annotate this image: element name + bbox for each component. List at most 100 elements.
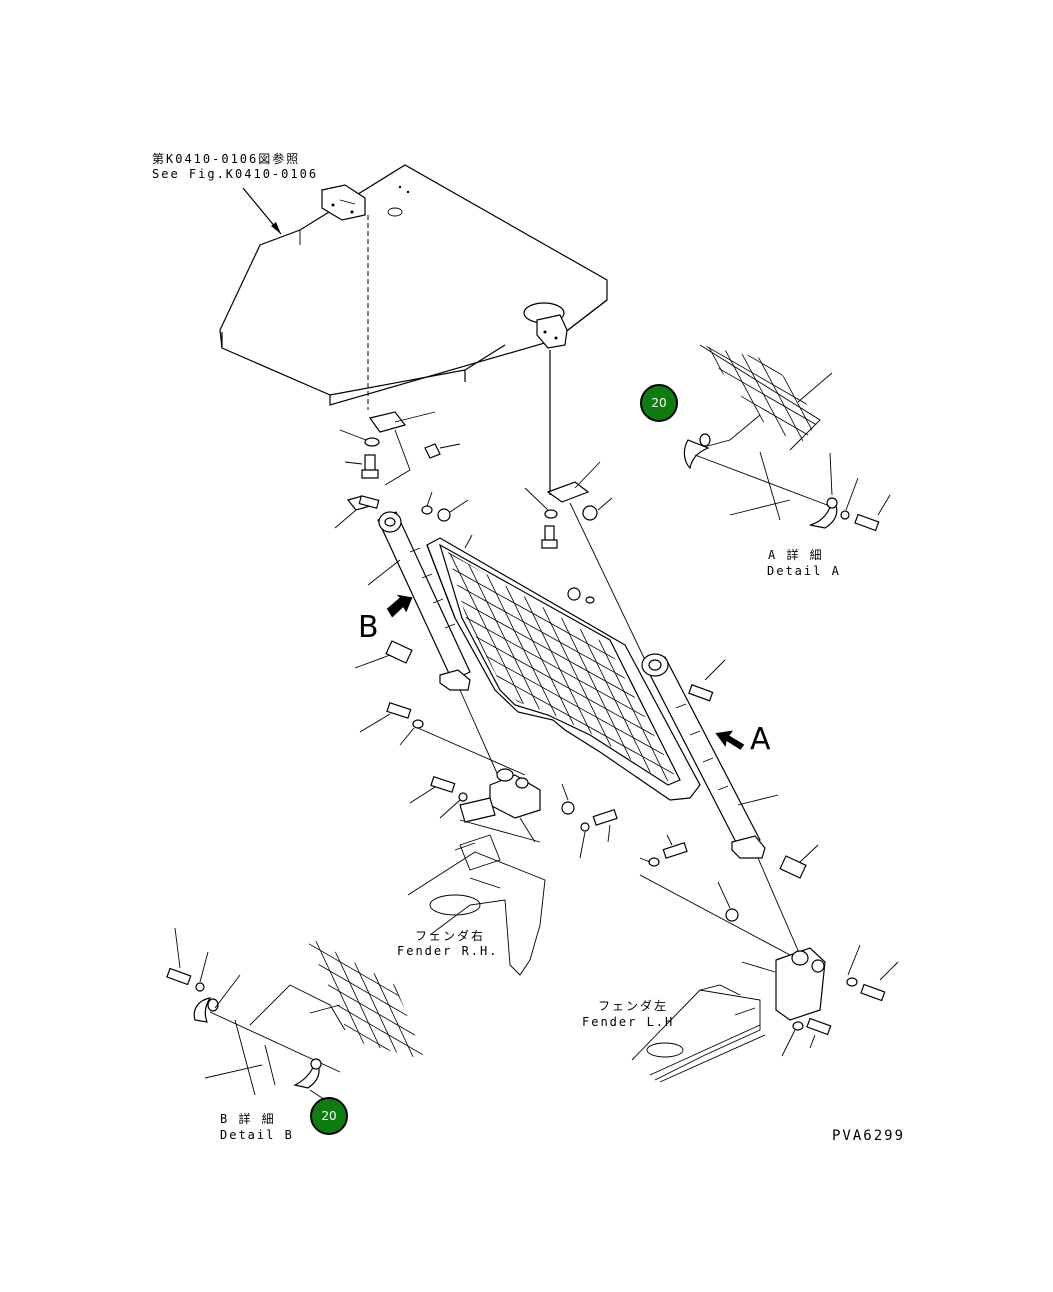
mesh-line <box>700 345 820 357</box>
mesh-line <box>700 345 820 414</box>
detail-a-label-en: Detail A <box>767 564 841 578</box>
mesh-line <box>700 345 820 445</box>
mesh-line <box>305 935 425 1031</box>
mesh-line <box>700 345 820 445</box>
mesh-line <box>762 345 820 445</box>
mesh-line <box>700 345 720 445</box>
mesh-line <box>305 935 425 1060</box>
detail-b-label-jp: B 詳 細 <box>220 1112 276 1126</box>
drawing-number: PVA6299 <box>832 1128 906 1144</box>
mesh-line <box>728 192 1038 828</box>
mesh-line <box>305 935 425 1060</box>
mesh-line <box>305 935 425 1020</box>
left-lower-mount <box>359 702 618 976</box>
view-arrow-a <box>715 730 745 750</box>
mesh-line <box>305 1056 425 1060</box>
right-lower-mount <box>631 834 899 1083</box>
mesh-line <box>796 345 820 445</box>
mesh-line <box>448 552 676 782</box>
mesh-line <box>751 345 820 445</box>
mesh-line <box>305 935 425 1060</box>
mesh-line <box>305 935 425 1060</box>
detail-b-label-en: Detail B <box>220 1128 294 1142</box>
roof-panel <box>219 164 608 406</box>
mesh-line <box>337 935 425 1060</box>
mesh-line <box>361 935 425 1060</box>
mesh-line <box>700 345 820 445</box>
mesh-line <box>673 552 676 782</box>
mesh-line <box>700 345 820 445</box>
mesh-line <box>305 935 425 1060</box>
mesh-line <box>700 345 820 369</box>
mesh-line <box>700 345 820 436</box>
mesh-line <box>700 345 777 445</box>
mesh-line <box>728 345 820 445</box>
mesh-line <box>135 482 445 1118</box>
mesh-line <box>448 552 676 782</box>
left-upper-hardware <box>334 411 469 529</box>
reference-label-en: See Fig.K0410-0106 <box>152 167 319 181</box>
mesh-line <box>448 552 676 706</box>
right-strut <box>641 653 819 956</box>
mesh-line <box>102 497 412 1133</box>
mesh-line <box>305 1022 425 1060</box>
mesh-line <box>305 935 368 1060</box>
mesh-line <box>597 552 676 782</box>
fender-rh-label-en: Fender R.H. <box>397 944 499 958</box>
mesh-line <box>700 345 820 402</box>
mesh-line <box>448 740 676 782</box>
mesh-line <box>533 552 676 782</box>
mesh-line <box>700 345 709 445</box>
mesh-line <box>700 345 743 445</box>
mesh-line <box>305 935 425 1054</box>
mesh-line <box>90 793 708 1136</box>
mesh-line <box>448 552 676 782</box>
mesh-line <box>305 1011 425 1060</box>
mesh-line <box>774 345 820 445</box>
mesh-line <box>700 345 820 391</box>
mesh-line <box>305 935 425 1009</box>
detail-a-label-jp: A 詳 細 <box>768 548 824 562</box>
mesh-line <box>533 321 696 627</box>
mesh-line <box>124 487 434 1123</box>
callout-item-detail-b[interactable]: 20 <box>310 1097 348 1135</box>
fender-lh-label-jp: フェンダ左 <box>598 999 669 1013</box>
mesh-line <box>700 385 820 445</box>
mesh-line <box>448 552 676 782</box>
mesh-line <box>448 552 510 782</box>
mesh-line <box>448 552 676 782</box>
mesh-line <box>522 552 676 782</box>
mesh-line <box>448 552 676 782</box>
mesh-line <box>587 552 676 782</box>
mesh-line <box>305 935 309 1060</box>
mesh-line <box>700 351 820 445</box>
mesh-line <box>700 345 820 445</box>
mesh-line <box>305 935 425 1060</box>
mesh-line <box>819 345 820 445</box>
mesh-line <box>705 345 820 445</box>
mesh-line <box>448 750 676 782</box>
mesh-line <box>325 935 425 1060</box>
mesh-line <box>305 935 425 1060</box>
mesh-line <box>700 396 820 445</box>
view-label-a: A <box>750 722 771 757</box>
mesh-line <box>700 345 820 380</box>
mesh-line <box>808 345 820 445</box>
mesh-line <box>305 935 379 1060</box>
callout-item-detail-a[interactable]: 20 <box>640 384 678 422</box>
left-strut <box>367 511 501 781</box>
mesh-line <box>296 741 621 928</box>
mesh-line <box>448 552 676 782</box>
mesh-line <box>448 552 676 782</box>
mesh-line <box>305 935 425 1060</box>
mesh-line <box>305 935 425 941</box>
mesh-line <box>700 345 766 445</box>
mesh-line <box>448 552 564 782</box>
fender-lh-label-en: Fender L.H <box>582 1015 675 1029</box>
mesh-line <box>448 552 676 782</box>
mesh-line <box>700 345 820 445</box>
mesh-line <box>448 552 676 782</box>
mesh-line <box>700 345 820 445</box>
